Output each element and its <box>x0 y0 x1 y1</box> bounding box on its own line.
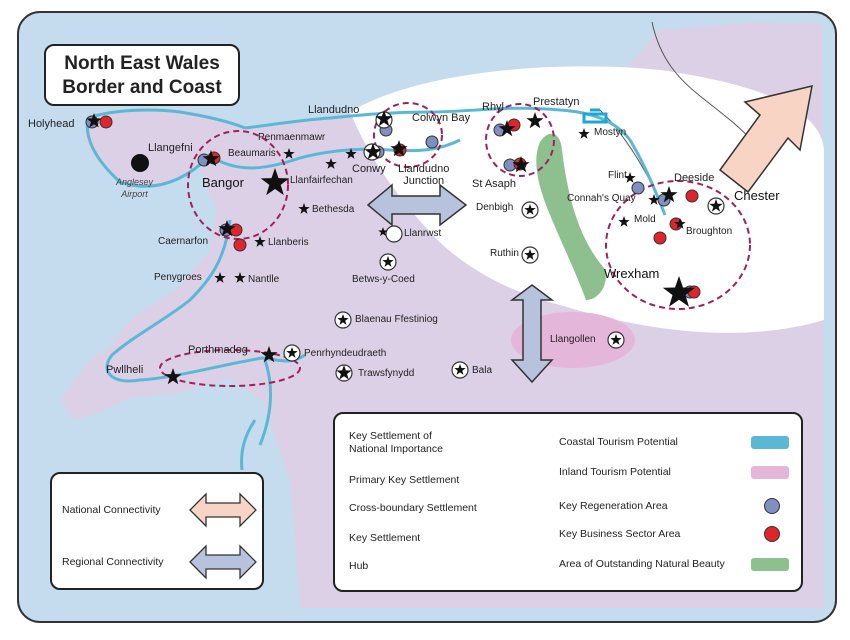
label-holyhead: Holyhead <box>28 118 75 130</box>
legend-key-settlement: Key Settlement <box>349 532 421 544</box>
land-anglesey <box>84 108 245 188</box>
legend-aonb: Area of Outstanding Natural Beauty <box>559 558 725 570</box>
swatch-regeneration <box>764 498 780 514</box>
label-llandudno-junction: Llandudno Junction <box>398 163 450 187</box>
regional-arrow-ns <box>509 284 555 384</box>
label-llanrwst: Llanrwst <box>404 228 442 239</box>
label-rhyl: Rhyl <box>482 101 505 113</box>
label-llangollen: Llangollen <box>550 334 596 345</box>
coastline-estuary <box>240 359 272 471</box>
legend-key-settlement-national: Key Settlement of National Importance <box>349 430 443 455</box>
mostyn-port-icon <box>582 108 608 124</box>
legend-coastal-tourism: Coastal Tourism Potential <box>559 436 678 448</box>
national-arrow-swatch <box>189 492 257 528</box>
label-pwllheli: Pwllheli <box>106 364 144 376</box>
label-mostyn: Mostyn <box>594 127 627 138</box>
connectivity-arrows <box>189 492 257 580</box>
legend-cross-boundary: Cross-boundary Settlement <box>349 502 477 514</box>
label-connahs-quay: Connah's Quay <box>567 193 636 204</box>
legend-inland-tourism: Inland Tourism Potential <box>559 466 671 478</box>
label-bala: Bala <box>472 365 493 376</box>
label-blaenau-ffestiniog: Blaenau Ffestiniog <box>355 314 438 325</box>
coastline-anglesey <box>85 108 246 188</box>
inland-tourism-area <box>511 312 635 368</box>
coastline-llyn <box>105 219 306 383</box>
legend-primary-key: Primary Key Settlement <box>349 474 460 486</box>
swatch-business <box>764 526 780 542</box>
label-broughton: Broughton <box>686 226 733 237</box>
label-penmaenmawr: Penmaenmawr <box>258 132 326 143</box>
coastline-menai <box>209 138 461 170</box>
label-trawsfynydd: Trawsfynydd <box>358 368 415 379</box>
label-wrexham: Wrexham <box>604 266 660 281</box>
national-arrow-chester <box>718 85 813 194</box>
label-conwy: Conwy <box>352 163 386 175</box>
label-prestatyn: Prestatyn <box>533 96 580 108</box>
label-nantlle: Nantlle <box>248 274 280 285</box>
connectivity-legend: National Connectivity Regional Connectiv… <box>50 472 264 590</box>
coastline-north <box>244 106 667 216</box>
label-caernarfon: Caernarfon <box>158 236 209 247</box>
label-penygroes: Penygroes <box>154 272 202 283</box>
title-line-2: Border and Coast <box>62 77 222 98</box>
label-flint: Flint <box>608 170 627 181</box>
legend-key-regeneration: Key Regeneration Area <box>559 500 668 512</box>
label-st-asaph: St Asaph <box>472 178 517 190</box>
swatch-aonb <box>751 558 789 571</box>
label-llanfairfechan: Llanfairfechan <box>290 175 353 186</box>
label-colwyn-bay: Colwyn Bay <box>412 112 471 124</box>
label-penrhyndeudraeth: Penrhyndeudraeth <box>304 348 387 359</box>
regional-arrow-ew <box>366 183 468 227</box>
label-chester: Chester <box>734 188 780 203</box>
label-ruthin: Ruthin <box>490 248 519 259</box>
regional-arrow-swatch <box>189 544 257 580</box>
north-east-zone <box>350 66 824 333</box>
map-title: North East Wales Border and Coast <box>44 44 240 106</box>
label-beaumaris: Beaumaris <box>228 148 276 159</box>
legend-hub: Hub <box>349 560 369 572</box>
label-denbigh: Denbigh <box>476 202 514 213</box>
label-bethesda: Bethesda <box>312 204 355 215</box>
land-llyn <box>60 260 270 420</box>
label-betws-y-coed: Betws-y-Coed <box>352 274 415 285</box>
airport-marker <box>131 154 149 172</box>
label-deeside: Deeside <box>674 172 715 184</box>
label-llandudno: Llandudno <box>308 104 360 116</box>
swatch-inland-tourism <box>751 466 789 479</box>
aonb-area <box>536 133 606 300</box>
legend-key-business: Key Business Sector Area <box>559 528 681 540</box>
map-legend: Key Settlement of National Importance Pr… <box>333 412 803 592</box>
label-bangor: Bangor <box>202 175 244 190</box>
legend-regional-connectivity: Regional Connectivity <box>62 556 164 568</box>
label-porthmadog: Porthmadog <box>188 344 248 356</box>
label-llanberis: Llanberis <box>268 237 309 248</box>
title-line-1: North East Wales <box>64 53 220 74</box>
label-anglesey-airport: Anglesey Airport <box>116 177 154 199</box>
label-mold: Mold <box>634 214 656 225</box>
swatch-coastal-tourism <box>751 436 789 449</box>
legend-national-connectivity: National Connectivity <box>62 504 161 516</box>
label-llangefni: Llangefni <box>148 142 193 154</box>
